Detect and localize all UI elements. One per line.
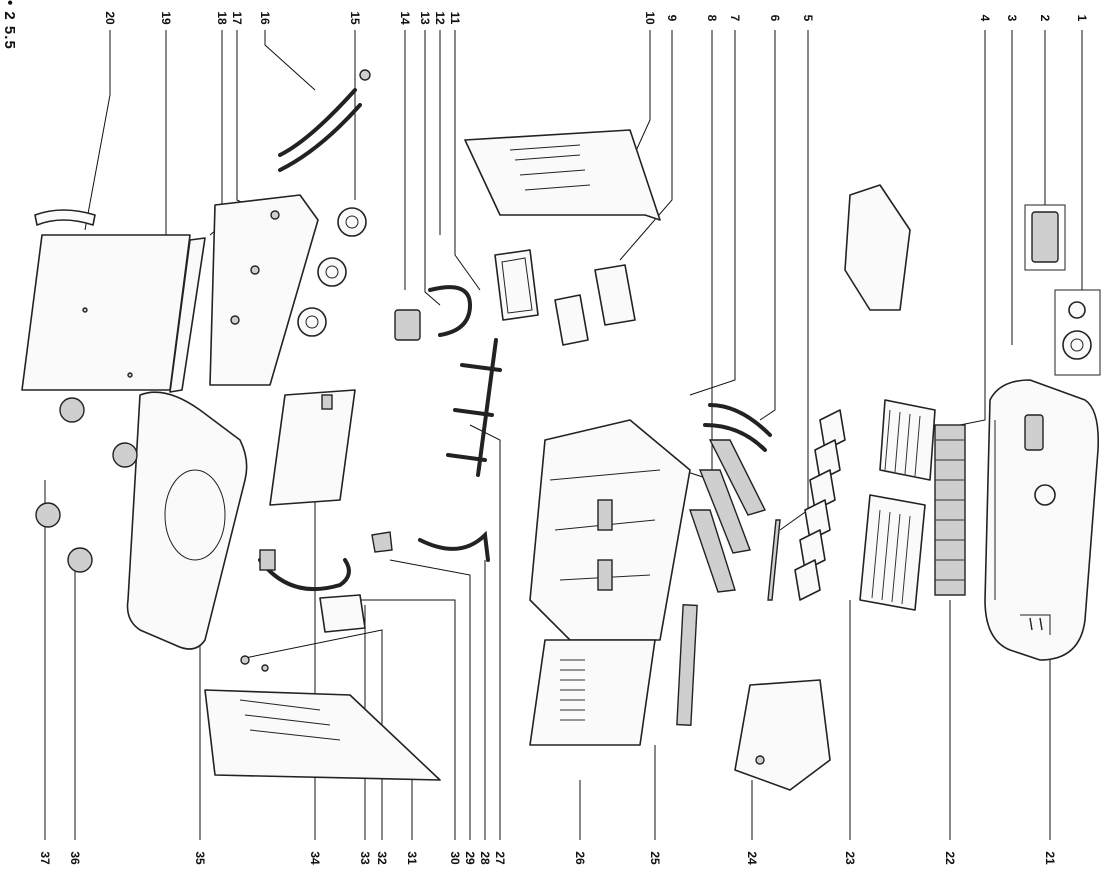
callout-7: 7	[728, 15, 742, 22]
part-33-regulator-bracket	[319, 594, 366, 633]
callout-24: 24	[745, 851, 759, 865]
part-28-gas-hose	[418, 530, 490, 562]
callout-4: 4	[978, 15, 992, 22]
callout-32: 32	[375, 851, 389, 865]
part-26-door-panel	[529, 639, 656, 746]
callout-3: 3	[1005, 15, 1019, 22]
callout-26: 26	[573, 851, 587, 865]
part-3-lid	[984, 379, 1100, 661]
callout-30: 30	[448, 851, 462, 865]
callout-21: 21	[1043, 851, 1057, 865]
part-27-valve-manifold	[446, 338, 502, 477]
callout-6: 6	[768, 15, 782, 22]
part-16-hoses	[278, 69, 371, 172]
part-36-37-casters	[35, 397, 138, 573]
part-35-bottom-shelf	[126, 391, 248, 650]
part-30-regulator-hose	[258, 549, 351, 592]
part-20-handle	[34, 209, 96, 226]
part-24-storage-box	[734, 679, 831, 791]
callout-16: 16	[258, 11, 272, 25]
callout-33: 33	[358, 851, 372, 865]
part-14-igniter-module	[394, 309, 421, 341]
part-4-warming-rack	[934, 424, 966, 596]
part-32-nuts	[240, 655, 269, 672]
callout-27: 27	[493, 851, 507, 865]
part-6-electrode-wires	[703, 403, 772, 452]
part-2-thermometer-inset	[1024, 204, 1066, 271]
callout-31: 31	[405, 851, 419, 865]
part-9-drip-tray	[594, 264, 636, 326]
callout-11: 11	[448, 12, 462, 25]
part-31-lower-side-panel	[204, 689, 441, 781]
part-29-fitting	[371, 531, 393, 553]
callout-9: 9	[665, 15, 679, 22]
part-8-firebox	[529, 419, 691, 641]
part-21-screws	[1020, 614, 1051, 635]
callout-1: 1	[1075, 15, 1089, 22]
callout-25: 25	[648, 851, 662, 865]
part-5-igniter-rod	[767, 519, 781, 601]
part-22-cooking-grids	[859, 399, 936, 611]
callout-15: 15	[348, 11, 362, 25]
callout-35: 35	[193, 851, 207, 865]
callout-17: 17	[230, 11, 244, 25]
callout-12: 12	[433, 11, 447, 25]
part-34-bottom-tray	[269, 389, 356, 506]
callout-13: 13	[418, 11, 432, 25]
callout-37: 37	[38, 851, 52, 865]
part-12-grease-tray-holder	[494, 249, 539, 321]
callout-19: 19	[159, 11, 173, 25]
part-19-side-shelf	[21, 234, 191, 391]
part-15-control-knobs	[297, 207, 367, 337]
callout-23: 23	[843, 851, 857, 865]
callout-14: 14	[398, 11, 412, 25]
part-10-side-panel	[464, 129, 661, 221]
callout-10: 10	[643, 11, 657, 25]
part-1-knob-inset	[1054, 289, 1101, 376]
callout-36: 36	[68, 851, 82, 865]
part-25-strip	[676, 603, 698, 727]
callout-8: 8	[705, 15, 719, 22]
callout-29: 29	[463, 851, 477, 865]
callout-20: 20	[103, 11, 117, 25]
callout-22: 22	[943, 851, 957, 865]
part-23-flame-tamers	[794, 409, 846, 601]
callout-34: 34	[308, 851, 322, 865]
callout-28: 28	[478, 851, 492, 865]
part-side-box-upper	[844, 184, 911, 311]
part-11-grease-cup	[554, 294, 589, 346]
part-17-control-panel	[209, 194, 319, 386]
part-7-burners	[689, 439, 767, 593]
callout-5: 5	[801, 15, 815, 22]
callout-18: 18	[215, 11, 229, 25]
callout-2: 2	[1038, 15, 1052, 22]
part-13-ignition-wire	[428, 285, 473, 337]
